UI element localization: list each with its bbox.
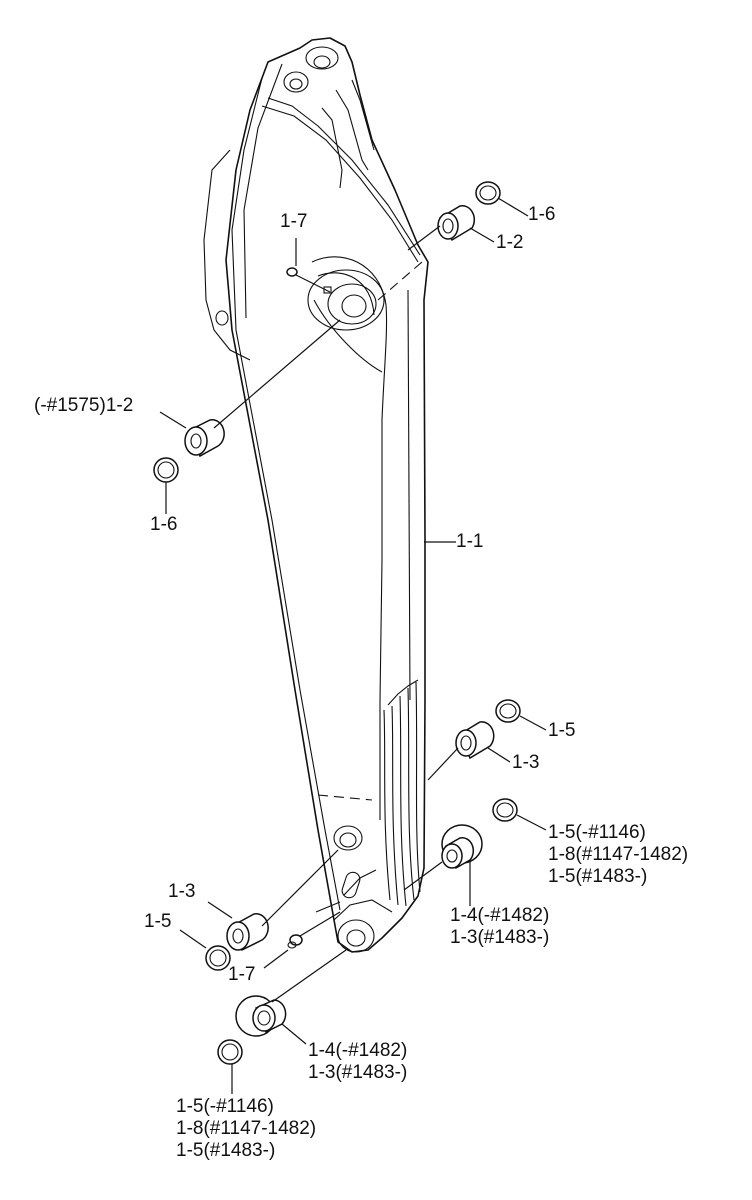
label-stack-right-line: 1-8(#1147-1482) [548,844,689,865]
ring-1-5-1-8-bottom [217,1039,243,1065]
label-stack-bottom: 1-4(-#1482) 1-3(#1483-) [308,1040,407,1084]
label-1-5-right: 1-5 [548,720,576,741]
flanged-bushing-1-4-bottom [235,995,287,1037]
label-stack-mid-line: 1-4(-#1482) [450,905,550,926]
ring-1-5-left [205,945,231,971]
label-stack-right-line: 1-5(-#1146) [548,822,646,843]
label-1-3-right: 1-3 [512,752,540,773]
label-stack-right: 1-5(-#1146) 1-8(#1147-1482) 1-5(#1483-) [548,822,688,888]
label-1-6-left: 1-6 [150,514,178,535]
label-1-7-top: 1-7 [280,211,308,232]
flanged-bushing-1-4-right [441,824,483,870]
bushing-1-3-left [226,913,269,952]
label-1-2-top: 1-2 [496,232,524,253]
label-stack-foot-line: 1-5(-#1146) [176,1096,274,1117]
ring-1-5-1-8-right [492,798,518,822]
label-1-1: 1-1 [456,531,484,552]
boom-body [203,37,429,953]
ring-1-6-top [475,181,501,205]
bushing-1-2-top [437,204,476,242]
label-stack-right-line: 1-5(#1483-) [548,866,648,887]
label-stack-bottom-line: 1-3(#1483-) [308,1062,408,1083]
label-stack-bottom-line: 1-4(-#1482) [308,1040,408,1061]
label-1-5-left: 1-5 [144,911,172,932]
ring-1-6-left [153,457,179,483]
label-1-3-left: 1-3 [168,881,196,902]
label-1-6-top: 1-6 [528,204,556,225]
label-stack-foot-line: 1-8(#1147-1482) [176,1118,317,1139]
grease-fitting-1-7-bottom [287,934,303,949]
ring-1-5-right [495,699,521,723]
label-stack-mid-line: 1-3(#1483-) [450,927,550,948]
bushing-1-2-left [184,419,225,458]
bushing-1-3-right [455,721,495,760]
grease-fitting-1-7-top [286,267,331,293]
label-stack-foot-line: 1-5(#1483-) [176,1140,276,1161]
label-stack-mid: 1-4(-#1482) 1-3(#1483-) [450,905,549,949]
label-1-7-bottom: 1-7 [228,964,256,985]
label-1-2-left: (-#1575)1-2 [34,395,134,416]
leader-lines [159,197,547,1094]
label-stack-foot: 1-5(-#1146) 1-8(#1147-1482) 1-5(#1483-) [176,1096,316,1162]
